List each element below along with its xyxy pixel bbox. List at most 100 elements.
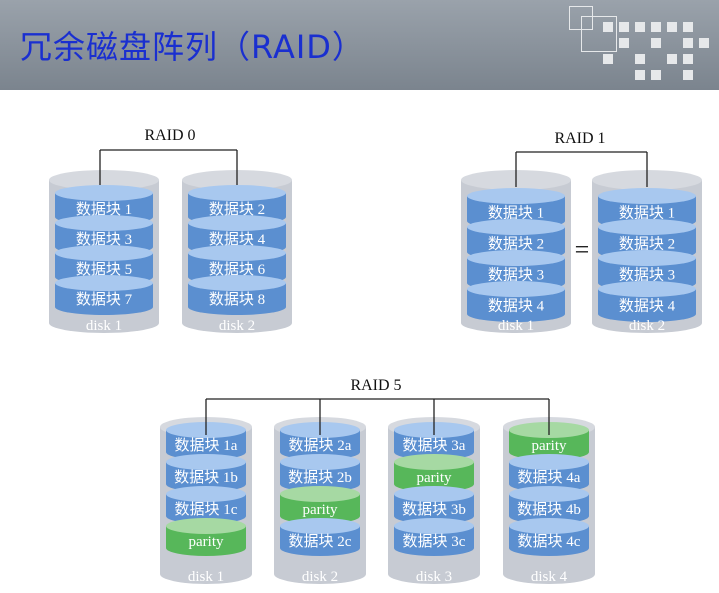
raid5-disk-3: 数据块 3a parity 数据块 3b 数据块 3c disk 3 (388, 417, 480, 585)
block-top (166, 454, 246, 470)
data-block (394, 430, 474, 460)
block-label: 数据块 1b (174, 469, 238, 486)
block-top (55, 215, 153, 231)
disk-top (49, 170, 159, 190)
data-block (280, 462, 360, 492)
block-label: 数据块 4a (518, 469, 581, 486)
block-label: 数据块 4c (518, 533, 581, 550)
block-label: 数据块 4b (517, 501, 581, 518)
block-label: 数据块 2 (488, 236, 544, 253)
block-top (280, 454, 360, 470)
block-top (598, 281, 696, 297)
block-top (394, 454, 474, 470)
data-block (598, 289, 696, 322)
data-block (509, 494, 589, 524)
block-top (598, 219, 696, 235)
block-top (509, 454, 589, 470)
data-block (394, 494, 474, 524)
parity-block (509, 430, 589, 460)
block-top (55, 185, 153, 201)
disk-label: disk 3 (416, 569, 452, 585)
block-top (509, 486, 589, 502)
disk-label: disk 4 (531, 569, 568, 585)
block-top (188, 185, 286, 201)
block-top (55, 275, 153, 291)
block-top (188, 245, 286, 261)
block-label: 数据块 5 (76, 261, 132, 278)
block-label: 数据块 6 (209, 261, 266, 278)
parity-label: parity (532, 438, 567, 454)
block-label: 数据块 3a (403, 437, 466, 454)
block-top (598, 250, 696, 266)
block-label: 数据块 3 (619, 267, 675, 284)
parity-block (394, 462, 474, 492)
block-label: 数据块 3 (488, 267, 544, 284)
data-block (166, 430, 246, 460)
block-label: 数据块 2 (209, 201, 265, 218)
page-title: 冗余磁盘阵列（RAID） (20, 28, 365, 66)
equals-sign: = (575, 235, 590, 264)
disk-label: disk 2 (629, 318, 665, 334)
block-label: 数据块 1 (76, 201, 132, 218)
block-label: 数据块 3c (403, 533, 466, 550)
disk-label: disk 1 (86, 318, 122, 334)
parity-block (166, 526, 246, 556)
block-top (467, 188, 565, 204)
parity-label: parity (417, 470, 452, 486)
block-label: 数据块 2c (289, 533, 352, 550)
data-block (166, 462, 246, 492)
block-top (188, 275, 286, 291)
data-block (166, 494, 246, 524)
raid0-label: RAID 0 (144, 127, 195, 144)
block-label: 数据块 1c (175, 501, 238, 518)
data-block (280, 430, 360, 460)
block-top (394, 486, 474, 502)
block-label: 数据块 3 (76, 231, 132, 248)
data-block (467, 289, 565, 322)
block-top (467, 281, 565, 297)
block-top (166, 518, 246, 534)
block-label: 数据块 3b (402, 501, 466, 518)
block-top (280, 518, 360, 534)
block-top (509, 518, 589, 534)
block-top (598, 188, 696, 204)
block-label: 数据块 4 (209, 231, 266, 248)
block-top (467, 250, 565, 266)
raid5-label: RAID 5 (350, 377, 401, 394)
data-block (280, 526, 360, 556)
raid5-disk-4: parity 数据块 4a 数据块 4b 数据块 4c disk 4 (503, 417, 595, 585)
raid0-disk-1: 数据块 1 数据块 3 数据块 5 数据块 7 disk 1 (49, 170, 159, 334)
block-label: 数据块 2b (288, 469, 352, 486)
block-label: 数据块 1 (619, 205, 675, 222)
data-block (188, 283, 286, 315)
data-block (55, 283, 153, 315)
block-label: 数据块 4 (619, 298, 676, 315)
data-block (509, 526, 589, 556)
block-top (280, 486, 360, 502)
disk-label: disk 1 (188, 569, 224, 585)
block-top (55, 245, 153, 261)
block-label: 数据块 2 (619, 236, 675, 253)
disk-label: disk 1 (498, 318, 534, 334)
block-top (188, 215, 286, 231)
block-label: 数据块 8 (209, 291, 265, 308)
block-label: 数据块 1a (175, 437, 238, 454)
block-label: 数据块 7 (76, 291, 133, 308)
data-block (394, 526, 474, 556)
raid0-disk-2: 数据块 2 数据块 4 数据块 6 数据块 8 disk 2 (182, 170, 292, 334)
raid1-label: RAID 1 (554, 130, 605, 147)
header-decoration (559, 0, 719, 90)
disk-label: disk 2 (302, 569, 338, 585)
slide-header: 冗余磁盘阵列（RAID） (0, 0, 719, 90)
disk-label: disk 2 (219, 318, 255, 334)
raid1-disk-1: 数据块 1 数据块 2 数据块 3 数据块 4 disk 1 (461, 170, 571, 334)
block-label: 数据块 1 (488, 205, 544, 222)
block-top (467, 219, 565, 235)
block-label: 数据块 4 (488, 298, 545, 315)
parity-label: parity (303, 502, 338, 518)
block-top (394, 518, 474, 534)
data-block (509, 462, 589, 492)
